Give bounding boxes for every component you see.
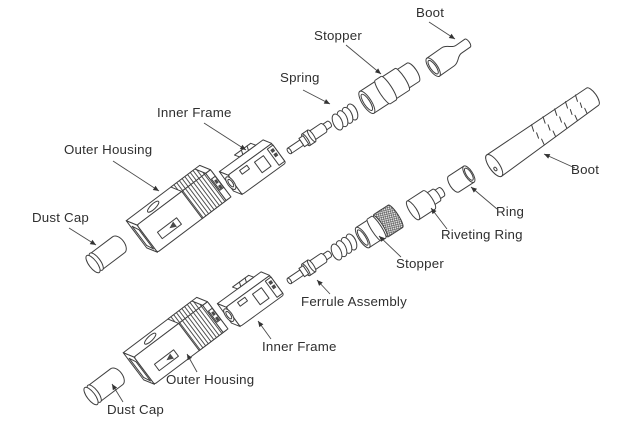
arrow-ferrule-assembly: [316, 279, 331, 295]
arrow-inner-frame-bottom: [257, 320, 272, 340]
label-riveting-ring: Riveting Ring: [441, 227, 523, 242]
label-dust-cap-top: Dust Cap: [32, 210, 90, 225]
label-ring: Ring: [496, 204, 525, 219]
arrow-outer-housing-top: [112, 160, 160, 192]
part-inner-frame-bottom: [213, 264, 285, 331]
arrow-boot-long: [543, 153, 576, 169]
part-boot-top: [422, 32, 477, 80]
label-spring: Spring: [280, 70, 320, 85]
part-stopper-bottom: [351, 202, 406, 252]
arrow-inner-frame-top: [203, 122, 247, 151]
part-ferrule-assembly-top: [283, 116, 335, 159]
arrow-ring: [470, 186, 498, 210]
label-dust-cap-bottom: Dust Cap: [107, 402, 165, 417]
arrow-stopper-top: [345, 44, 382, 75]
label-inner-frame-top: Inner Frame: [157, 105, 232, 120]
label-boot-long: Boot: [571, 162, 600, 177]
part-spring-bottom: [326, 230, 362, 264]
part-spring-top: [327, 100, 363, 134]
part-ring: [444, 163, 478, 195]
part-inner-frame-top: [215, 132, 287, 199]
part-dust-cap-bottom: [81, 364, 129, 408]
part-ferrule-assembly-bottom: [283, 246, 335, 289]
label-ferrule-assembly: Ferrule Assembly: [301, 294, 407, 309]
part-riveting-ring: [403, 181, 450, 222]
arrow-dust-cap-top: [68, 227, 97, 246]
label-outer-housing-bottom: Outer Housing: [166, 372, 255, 387]
label-stopper-bottom: Stopper: [396, 256, 444, 271]
arrow-riveting-ring: [430, 207, 448, 230]
arrow-stopper-bottom: [378, 235, 402, 258]
label-boot-top: Boot: [416, 5, 445, 20]
leader-arrows: [68, 21, 576, 403]
part-outer-housing-top: [125, 161, 232, 257]
arrow-spring: [302, 89, 331, 105]
label-inner-frame-bottom: Inner Frame: [262, 339, 337, 354]
arrow-outer-housing-bottom: [186, 353, 198, 373]
label-outer-housing-top: Outer Housing: [64, 142, 153, 157]
part-dust-cap-top: [83, 232, 131, 276]
part-stopper-top: [354, 57, 425, 118]
arrow-dust-cap-bottom: [111, 383, 124, 403]
label-stopper-top: Stopper: [314, 28, 362, 43]
arrow-boot-top: [428, 21, 456, 40]
